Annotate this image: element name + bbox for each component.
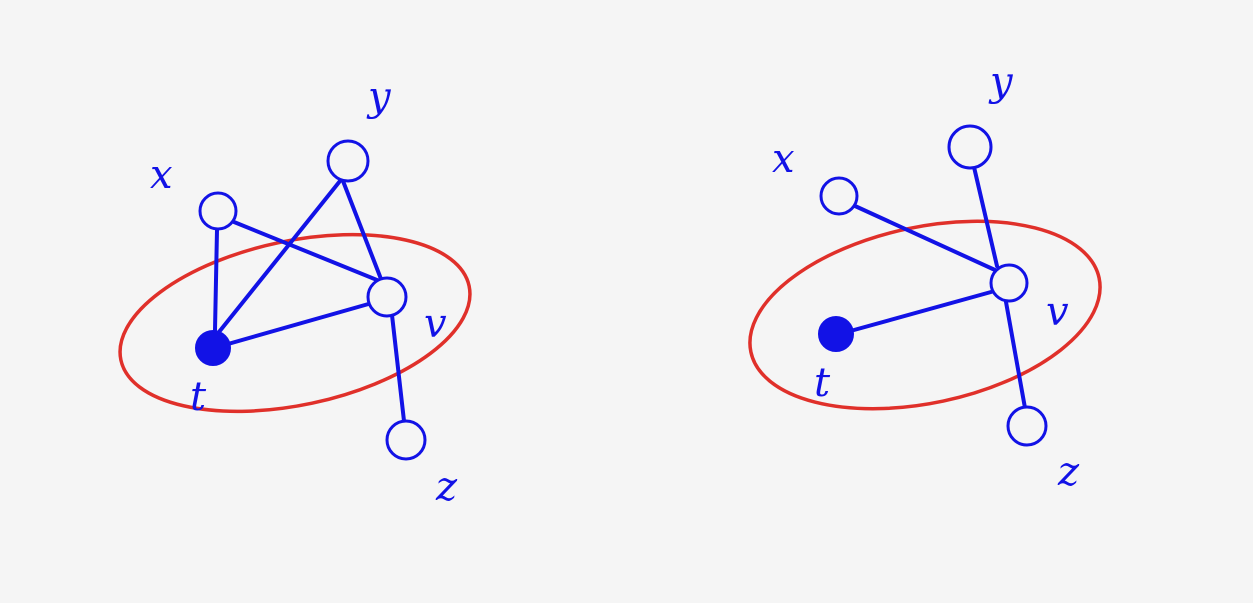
right-label-t: t [814,360,831,406]
left-label-v: v [424,301,447,347]
left-node-t-filled [195,330,231,366]
right-edge-x-v [853,204,997,272]
left-highlight-ellipse [118,232,472,414]
right-edge-v-z [1004,300,1027,410]
right-label-y: y [988,59,1014,105]
left-label-z: z [435,464,458,510]
left-edge-v-z [390,313,406,423]
left-edge-y-v [341,179,383,281]
left-node-y [326,139,370,183]
right-edge-t-v [852,290,993,332]
right-label-z: z [1057,449,1080,495]
right-edge-y-v [972,165,999,268]
right-node-y [947,124,993,170]
left-label-t: t [190,374,207,420]
right-label-x: x [772,136,795,182]
left-edge-x-v [232,220,384,284]
right-label-v: v [1046,289,1069,335]
left-label-x: x [150,152,173,198]
left-graph: x y v t z [118,74,472,510]
left-node-x [198,191,238,231]
left-node-v [366,276,408,318]
left-label-y: y [366,74,392,120]
left-node-z [385,419,427,461]
right-node-x [819,176,859,216]
right-node-t-filled [818,316,854,352]
left-edge-t-v [226,301,374,346]
left-edge-x-t [213,228,219,332]
right-graph: x y v t z [748,59,1102,495]
right-node-z [1006,405,1048,447]
right-node-v [989,263,1029,303]
left-edge-y-t [217,179,342,334]
